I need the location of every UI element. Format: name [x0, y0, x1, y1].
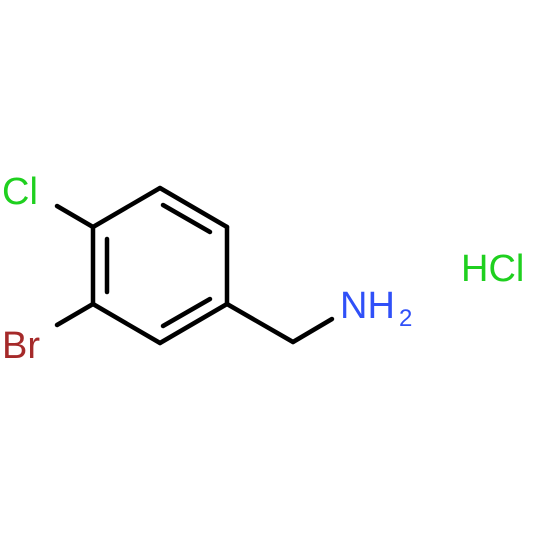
bond-c-br [54, 301, 96, 328]
ring-bond-top-right [157, 185, 230, 230]
bond-c-cl [54, 203, 96, 230]
chlorine-label: Cl [2, 171, 38, 213]
amine-group: NH 2 [340, 285, 412, 332]
benzene-ring [90, 185, 230, 346]
amine-nh-label: NH [340, 285, 395, 327]
ring-double-bond-bottom-right [160, 296, 213, 329]
amine-h-subscript: 2 [399, 305, 412, 332]
counterion-label: HCl [461, 248, 524, 290]
ring-bond-bottom-right [157, 301, 230, 346]
ring-double-bond-top-right [160, 202, 213, 235]
bond-ch2-n [290, 316, 335, 345]
substituent-bonds [54, 203, 335, 345]
bond-ring-ch2 [224, 301, 296, 345]
ring-bond-top [90, 185, 163, 230]
ring-bond-bottom-left [90, 301, 163, 346]
bromine-label: Br [2, 325, 40, 367]
